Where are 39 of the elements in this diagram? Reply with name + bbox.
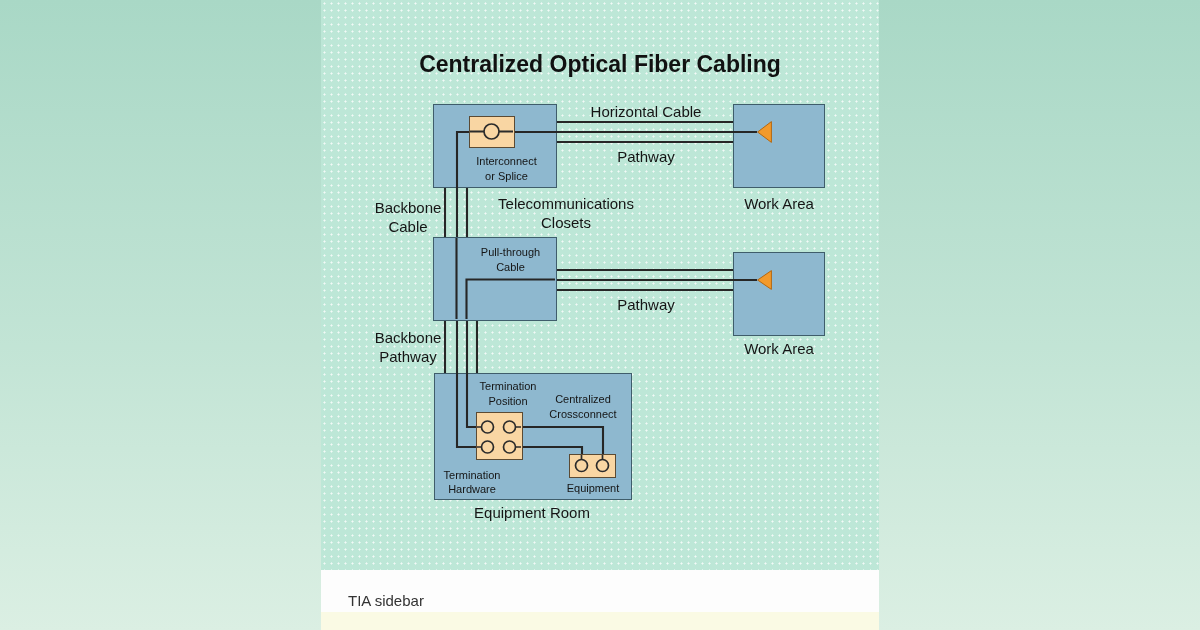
cable-line (465, 321, 476, 429)
cable-label: Backbone Cable (374, 197, 442, 236)
pathway-label: Pathway (617, 295, 675, 314)
diagram-title: Centralized Optical Fiber Cabling (419, 51, 781, 78)
pathway-line (465, 188, 469, 237)
component-label: Termination Hardware (443, 467, 501, 497)
pathway-label: Pathway (617, 147, 675, 166)
cable-label: Horizontal Cable (590, 102, 702, 121)
termination-hardware-box (476, 412, 523, 460)
closet-box (433, 104, 557, 188)
pathway-line (443, 188, 447, 237)
cable-line (557, 278, 757, 282)
pathway-line (475, 321, 479, 373)
caption-text: TIA sidebar (348, 592, 424, 610)
outlet-triangle (757, 121, 772, 143)
pathway-label: Backbone Pathway (374, 327, 442, 366)
pathway-line (443, 321, 447, 373)
room-label: Equipment Room (474, 503, 590, 522)
pathway-line (557, 268, 733, 272)
pathway-line (557, 140, 733, 144)
equipment-box (569, 454, 616, 478)
component-label: Pull-through Cable (480, 245, 541, 274)
component-label: Termination Position (479, 379, 537, 408)
pathway-line (557, 288, 733, 292)
cable-line (515, 130, 757, 134)
cable-line (455, 130, 469, 237)
cable-line (455, 321, 476, 449)
component-label: Equipment (566, 481, 620, 496)
outlet-triangle (757, 270, 772, 290)
component-label: Centralized Crossconnect (548, 392, 618, 421)
area-label: Work Area (744, 194, 814, 213)
pathway-line (557, 120, 733, 124)
patch-cord-line (523, 425, 605, 454)
area-label: Work Area (744, 339, 814, 358)
patch-cord-line (523, 445, 584, 454)
component-label: Interconnect or Splice (475, 154, 538, 183)
closet-box (433, 237, 557, 321)
interconnect-box (468, 115, 515, 148)
closet-group-label: Telecommunications Closets (497, 194, 635, 232)
